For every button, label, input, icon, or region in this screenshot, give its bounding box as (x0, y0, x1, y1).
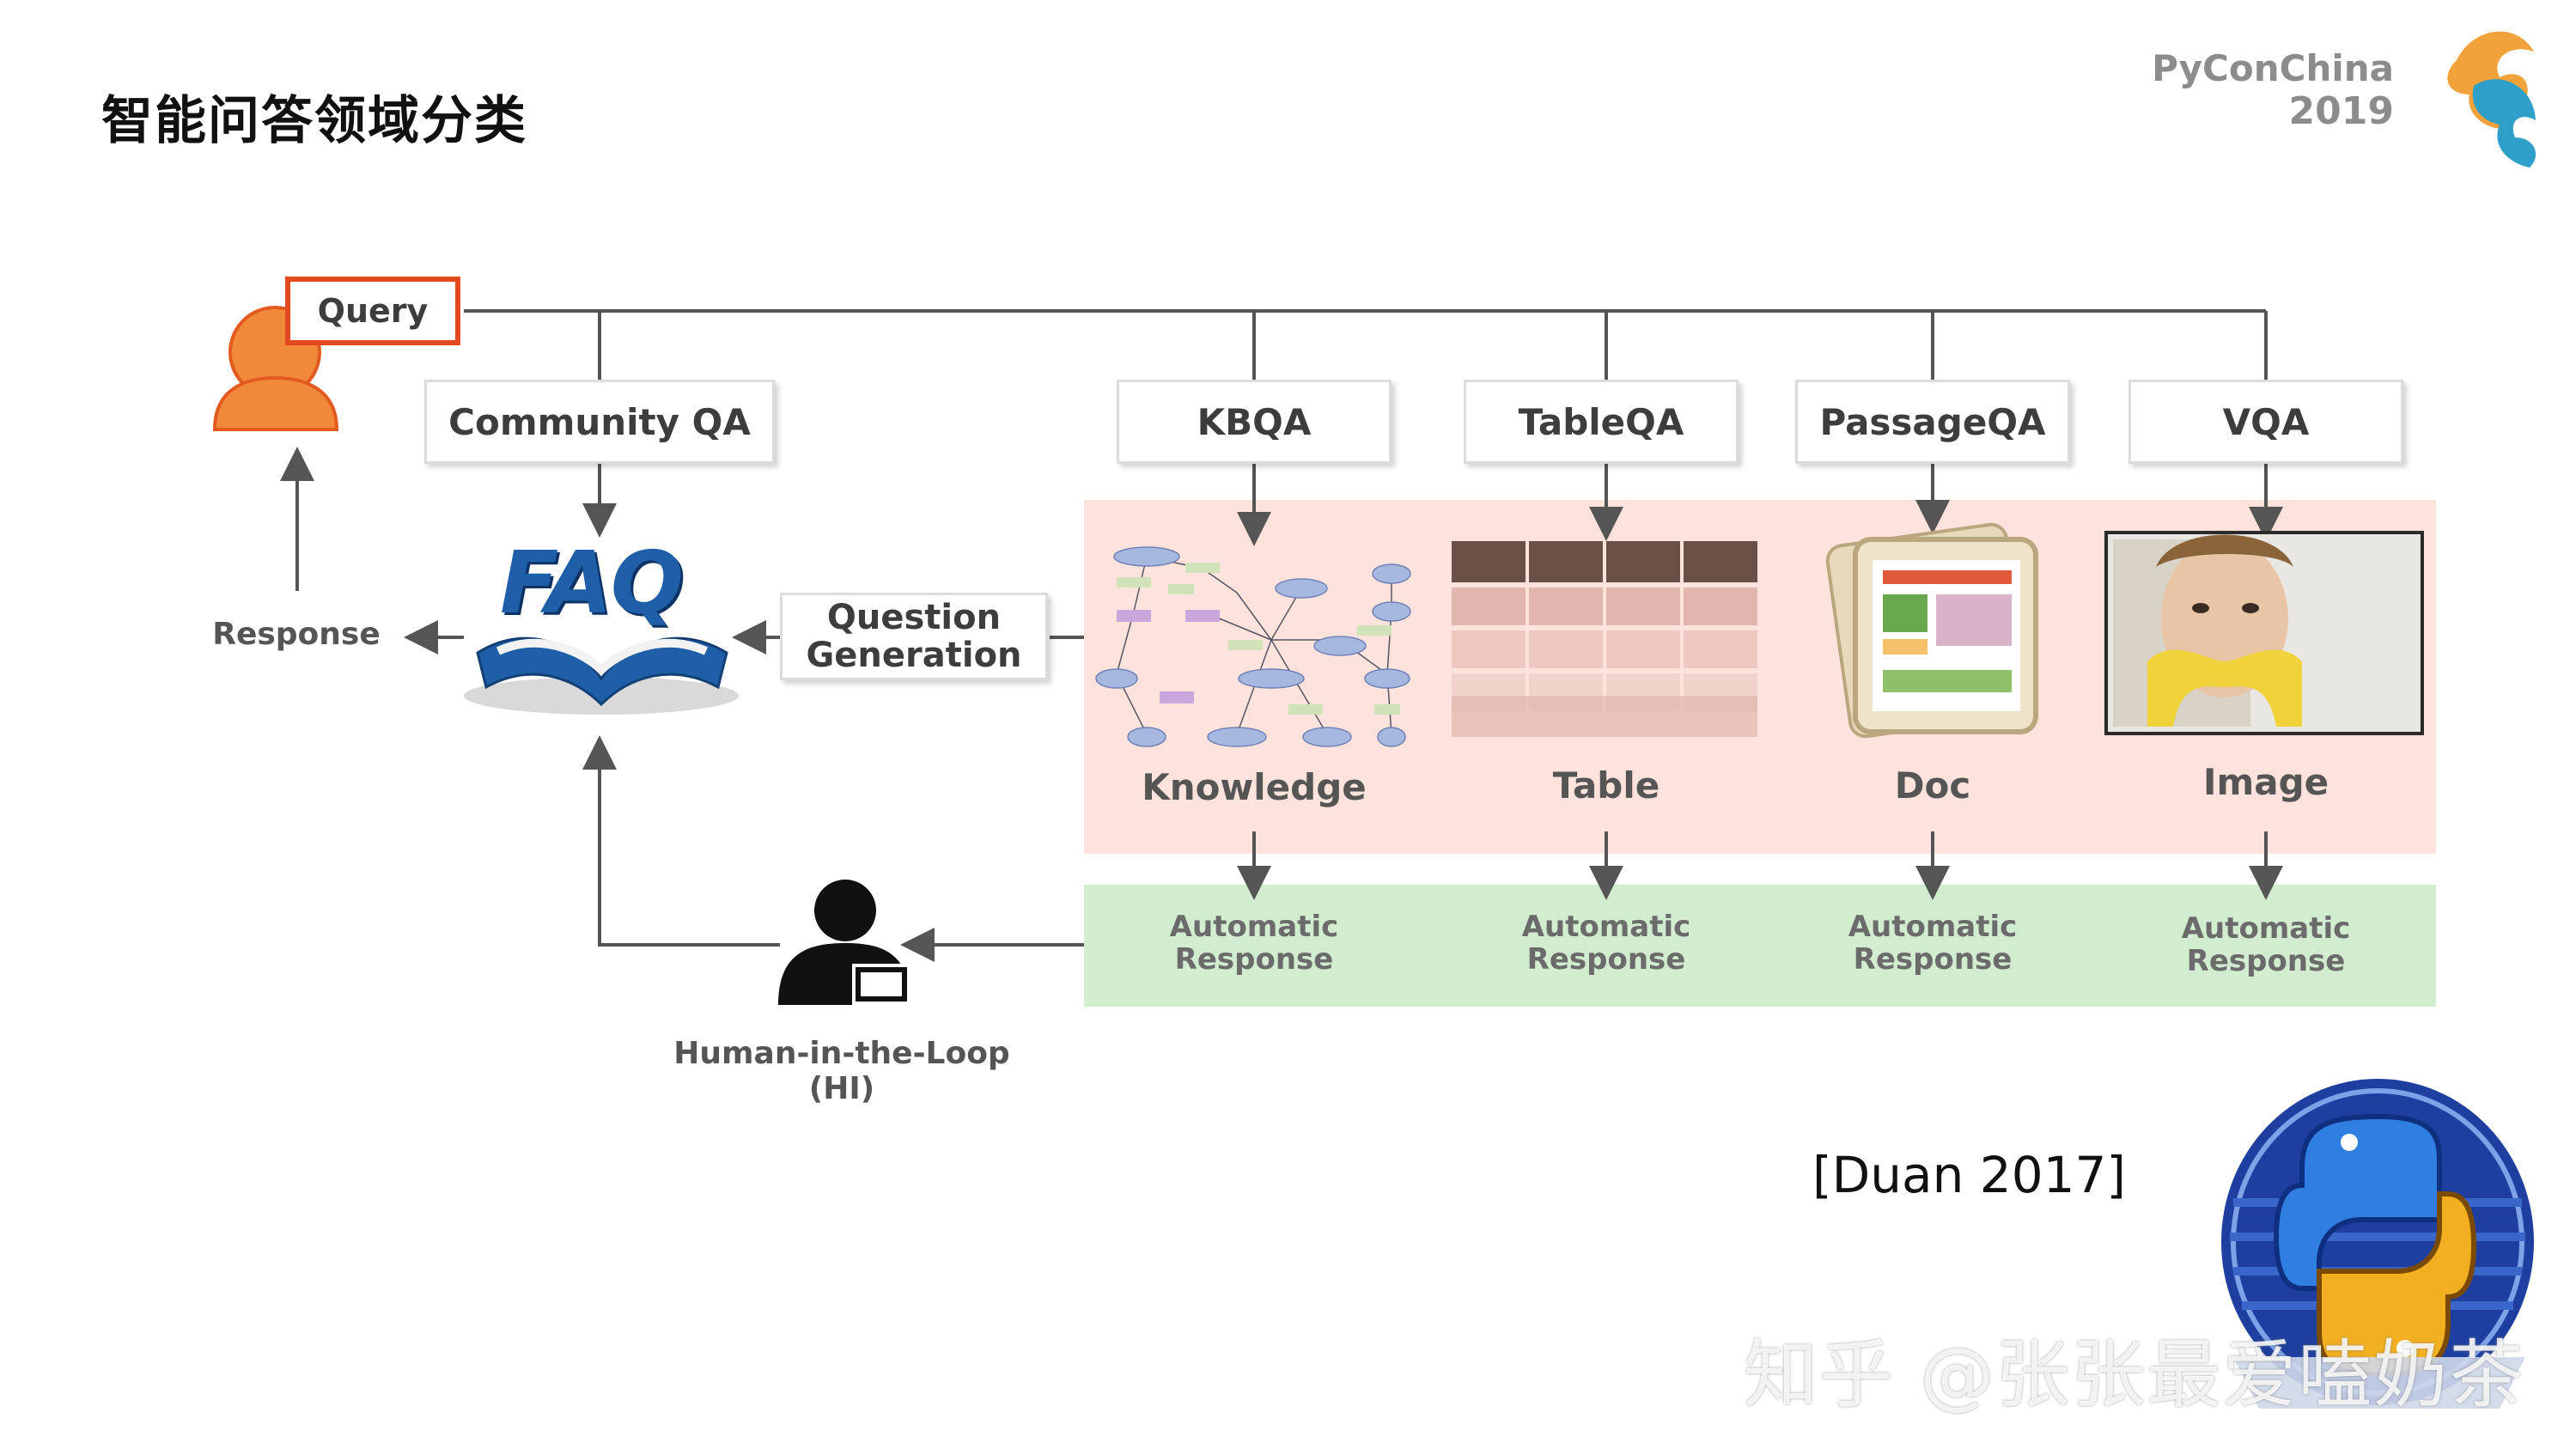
vqa-box: VQA (2128, 380, 2403, 464)
question-generation-line2: Generation (806, 636, 1022, 675)
automatic-response-tableqa: Automatic Response (1495, 910, 1718, 976)
knowledge-label: Knowledge (1142, 766, 1367, 808)
table-label: Table (1552, 764, 1660, 807)
automatic-response-line2: Response (1174, 942, 1334, 977)
image-label: Image (2202, 761, 2329, 803)
conference-name: PyConChina (2152, 47, 2394, 89)
automatic-response-line1: Automatic (2181, 911, 2351, 946)
faq-label: FAQ (500, 533, 684, 633)
tableqa-box: TableQA (1464, 380, 1739, 464)
automatic-response-line1: Automatic (1169, 910, 1339, 944)
citation: [Duan 2017] (1812, 1146, 2127, 1204)
doc-label: Doc (1894, 764, 1971, 807)
kbqa-box: KBQA (1117, 380, 1392, 464)
human-in-the-loop-label: Human-in-the-Loop (HI) (673, 1036, 1010, 1106)
response-label: Response (212, 617, 381, 652)
query-box: Query (285, 277, 460, 345)
slide-title: 智能问答领域分类 (101, 91, 527, 151)
watermark: 知乎 @张张最爱嗑奶茶 (1744, 1332, 2525, 1418)
automatic-response-line1: Automatic (1521, 910, 1691, 944)
conference-year: 2019 (2288, 89, 2394, 133)
automatic-response-passageqa: Automatic Response (1821, 910, 2044, 976)
automatic-response-kbqa: Automatic Response (1142, 910, 1366, 976)
automatic-response-band (1084, 885, 2436, 1007)
automatic-response-line2: Response (2186, 944, 2346, 978)
automatic-response-line1: Automatic (1848, 910, 2018, 944)
question-generation-line1: Question (826, 598, 1002, 637)
automatic-response-line2: Response (1526, 942, 1686, 977)
community-qa-box: Community QA (424, 380, 775, 464)
automatic-response-vqa: Automatic Response (2154, 912, 2378, 977)
automatic-response-line2: Response (1853, 942, 2013, 977)
question-generation-box: Question Generation (780, 593, 1048, 680)
passageqa-box: PassageQA (1795, 380, 2070, 464)
